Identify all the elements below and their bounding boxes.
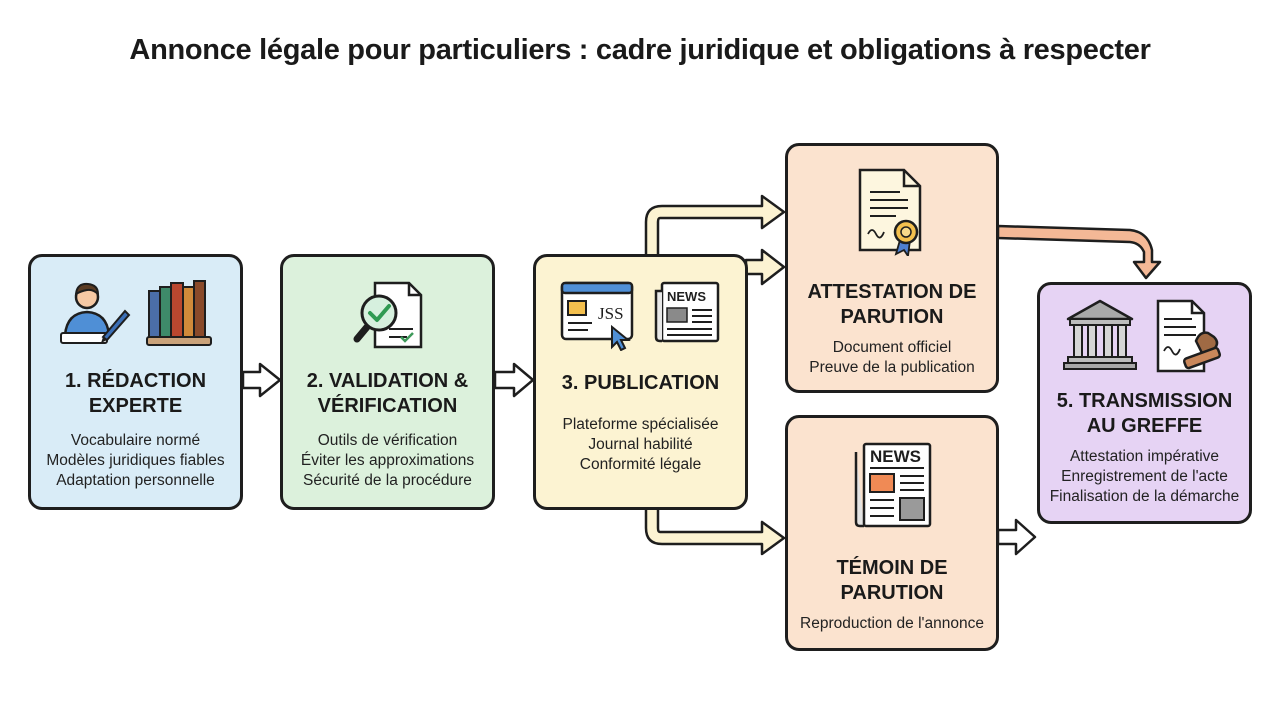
- step-transmission-title-line1: 5. TRANSMISSION: [1056, 390, 1233, 412]
- step-publication-line: Plateforme spécialisée: [562, 416, 719, 433]
- certificate-ribbon-icon: [858, 168, 922, 256]
- step-publication-line: Conformité légale: [579, 456, 702, 473]
- page-title: Annonce légale pour particuliers : cadre…: [129, 34, 1151, 66]
- attestation-line: Preuve de la publication: [809, 359, 975, 376]
- attestation-card: ATTESTATION DE PARUTION Document officie…: [785, 143, 999, 393]
- arrow-publication-to-attestation-upper: [644, 194, 786, 258]
- step-validation-title-line2: VÉRIFICATION: [317, 395, 458, 417]
- step-validation-card: 2. VALIDATION & VÉRIFICATION Outils de v…: [280, 254, 495, 510]
- temoin-title-line1: TÉMOIN DE: [836, 557, 948, 579]
- step-transmission-line: Attestation impérative: [1069, 448, 1220, 465]
- step-redaction-title-line2: EXPERTE: [88, 395, 183, 417]
- temoin-card: NEWS TÉMOIN DE PARUTION Reproduction de …: [785, 415, 999, 651]
- temoin-line: Reproduction de l'annonce: [800, 615, 984, 632]
- magnifier-check-document-icon: [353, 281, 422, 349]
- step-publication-title: 3. PUBLICATION: [561, 372, 720, 394]
- newspaper-icon: NEWS: [654, 281, 719, 343]
- step-validation-line: Sécurité de la procédure: [303, 472, 472, 489]
- step-publication-line: Journal habilité: [588, 436, 693, 453]
- arrow-publication-to-temoin: [644, 506, 786, 556]
- step-redaction-card: 1. RÉDACTION EXPERTE Vocabulaire normé M…: [28, 254, 243, 510]
- step-redaction-line: Adaptation personnelle: [56, 472, 215, 489]
- step-transmission-line: Finalisation de la démarche: [1049, 488, 1240, 505]
- arrow-redaction-to-validation: [241, 362, 282, 398]
- news-masthead-text: NEWS: [870, 447, 921, 466]
- step-redaction-line: Modèles juridiques fiables: [46, 452, 225, 469]
- attestation-title-line1: ATTESTATION DE: [807, 281, 977, 303]
- browser-cursor-icon: JSS: [560, 281, 633, 351]
- step-transmission-title-line2: AU GREFFE: [1086, 415, 1203, 437]
- news-masthead-text: NEWS: [667, 289, 706, 304]
- step-validation-title-line1: 2. VALIDATION &: [306, 370, 469, 392]
- person-writing-icon: [59, 282, 130, 344]
- step-redaction-line: Vocabulaire normé: [70, 432, 201, 449]
- step-validation-line: Outils de vérification: [317, 432, 458, 449]
- step-redaction-title-line1: 1. RÉDACTION: [64, 370, 207, 392]
- arrow-validation-to-publication: [493, 362, 535, 398]
- arrow-publication-to-attestation-lower: [744, 248, 786, 286]
- temoin-title-line2: PARUTION: [840, 582, 944, 604]
- step-transmission-line: Enregistrement de l'acte: [1061, 468, 1228, 485]
- step-validation-line: Éviter les approximations: [300, 452, 475, 469]
- attestation-title-line2: PARUTION: [840, 306, 944, 328]
- step-publication-card: JSS NEWS 3. PUBLICATION Plateforme spéci…: [533, 254, 748, 510]
- books-icon: [145, 280, 212, 346]
- arrow-temoin-to-transmission: [996, 518, 1037, 556]
- newspaper-icon: NEWS: [854, 442, 932, 528]
- arrow-attestation-to-transmission: [996, 224, 1162, 280]
- step-transmission-card: 5. TRANSMISSION AU GREFFE Attestation im…: [1037, 282, 1252, 524]
- attestation-line: Document officiel: [832, 339, 952, 356]
- courthouse-icon: [1062, 299, 1137, 370]
- stamped-document-icon: [1156, 299, 1221, 373]
- jss-logo-text: JSS: [598, 304, 624, 323]
